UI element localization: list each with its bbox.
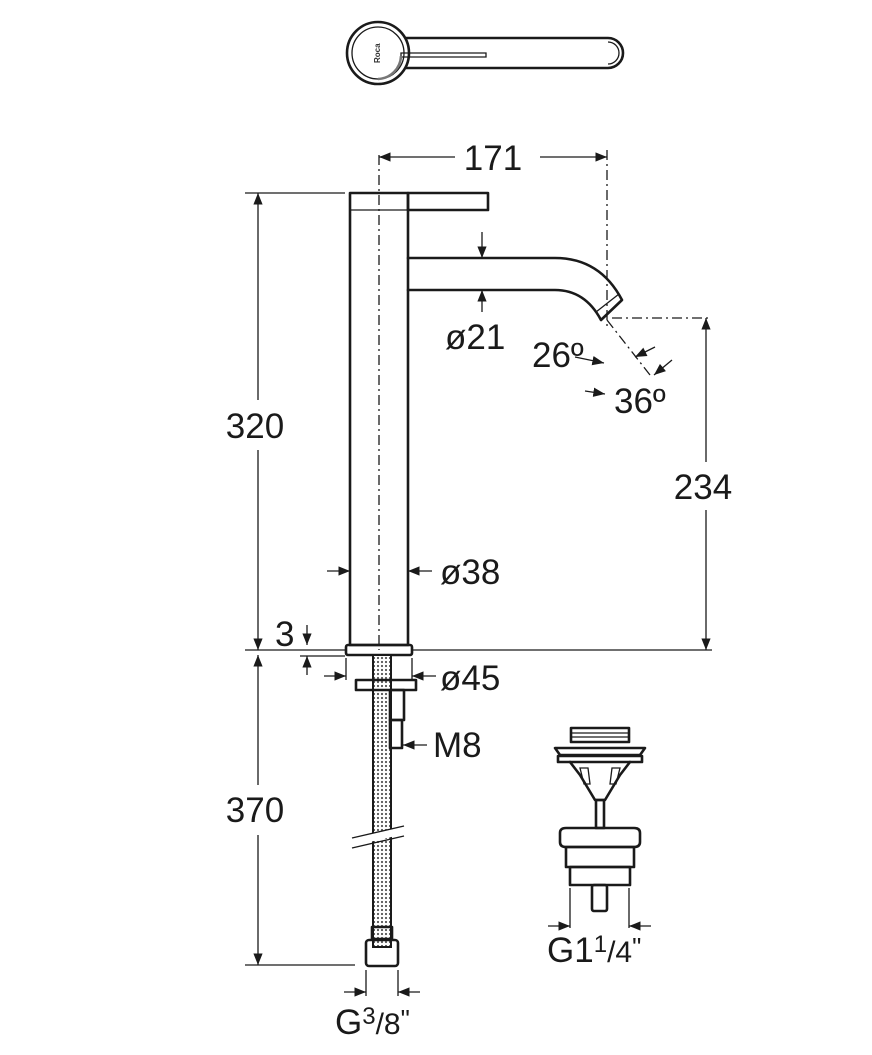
label-total-height: 320 xyxy=(226,407,284,446)
label-waste-connection: G11/4" xyxy=(547,931,641,970)
label-spout-reach: 171 xyxy=(464,139,522,178)
label-base-thickness: 3 xyxy=(275,615,294,654)
spout xyxy=(406,256,624,322)
dimension-labels: 171 320 234 ø21 26º 36º ø38 3 ø45 M8 370… xyxy=(220,139,738,1042)
label-base-diameter: ø45 xyxy=(440,659,500,698)
label-spout-height: 234 xyxy=(674,468,732,507)
label-angle-26: 26º xyxy=(532,336,584,375)
label-thread: M8 xyxy=(433,726,482,765)
dimension-lines xyxy=(245,150,712,997)
label-spout-diameter: ø21 xyxy=(445,318,505,357)
label-hose-length: 370 xyxy=(226,791,284,830)
logo-text: Roca xyxy=(373,43,382,63)
pop-up-waste xyxy=(553,726,647,913)
lever-handle xyxy=(406,191,490,212)
label-body-diameter: ø38 xyxy=(440,553,500,592)
label-angle-36: 36º xyxy=(614,382,666,421)
label-hose-connection: G3/8" xyxy=(335,1003,410,1042)
top-view: Roca xyxy=(345,20,625,86)
